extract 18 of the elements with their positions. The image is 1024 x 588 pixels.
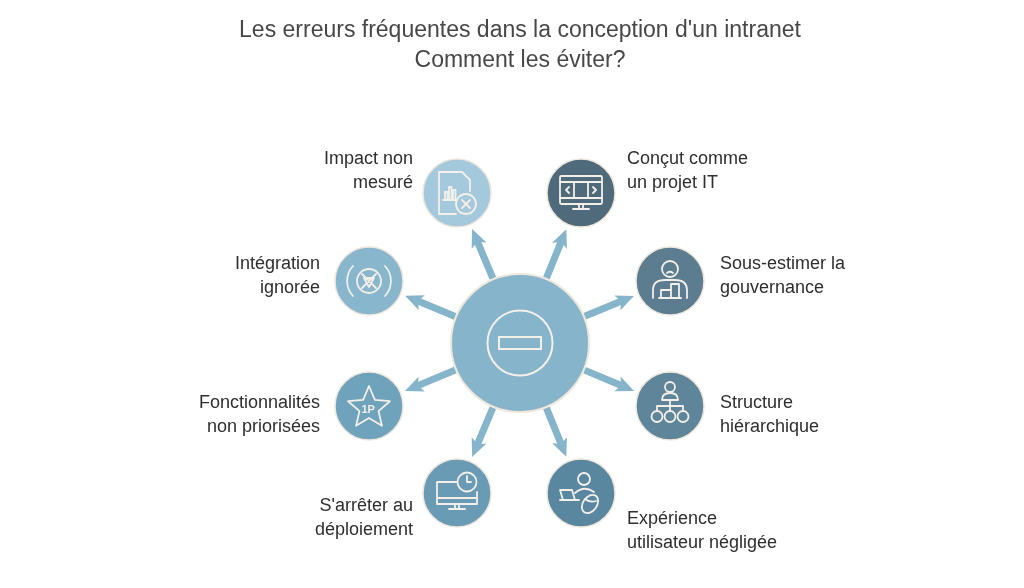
diagram-title: Les erreurs fréquentes dans la conception d'un intranet Comment les éviter? [238, 15, 802, 74]
item-label: Conçut comme un projet IT [627, 147, 750, 194]
icon-text: 1P [361, 402, 376, 416]
item-label: Impact non mesuré [322, 147, 413, 194]
item-label: Intégration ignorée [233, 252, 320, 299]
arrow [471, 406, 497, 458]
item-label: Sous-estimer la gouvernance [720, 252, 847, 299]
arrow [405, 295, 457, 320]
item-label: Expérience utilisateur négligée [627, 507, 779, 554]
arrow [471, 228, 497, 280]
arrow [543, 229, 567, 280]
item-label: Structure hiérarchique [720, 391, 821, 438]
arrow [405, 366, 457, 392]
item-label: S'arrêter au déploiement [313, 494, 413, 541]
arrow [583, 366, 635, 392]
arrow [583, 295, 634, 320]
item-label: Fonctionnalités non priorisées [197, 391, 320, 438]
arrow [543, 406, 567, 457]
